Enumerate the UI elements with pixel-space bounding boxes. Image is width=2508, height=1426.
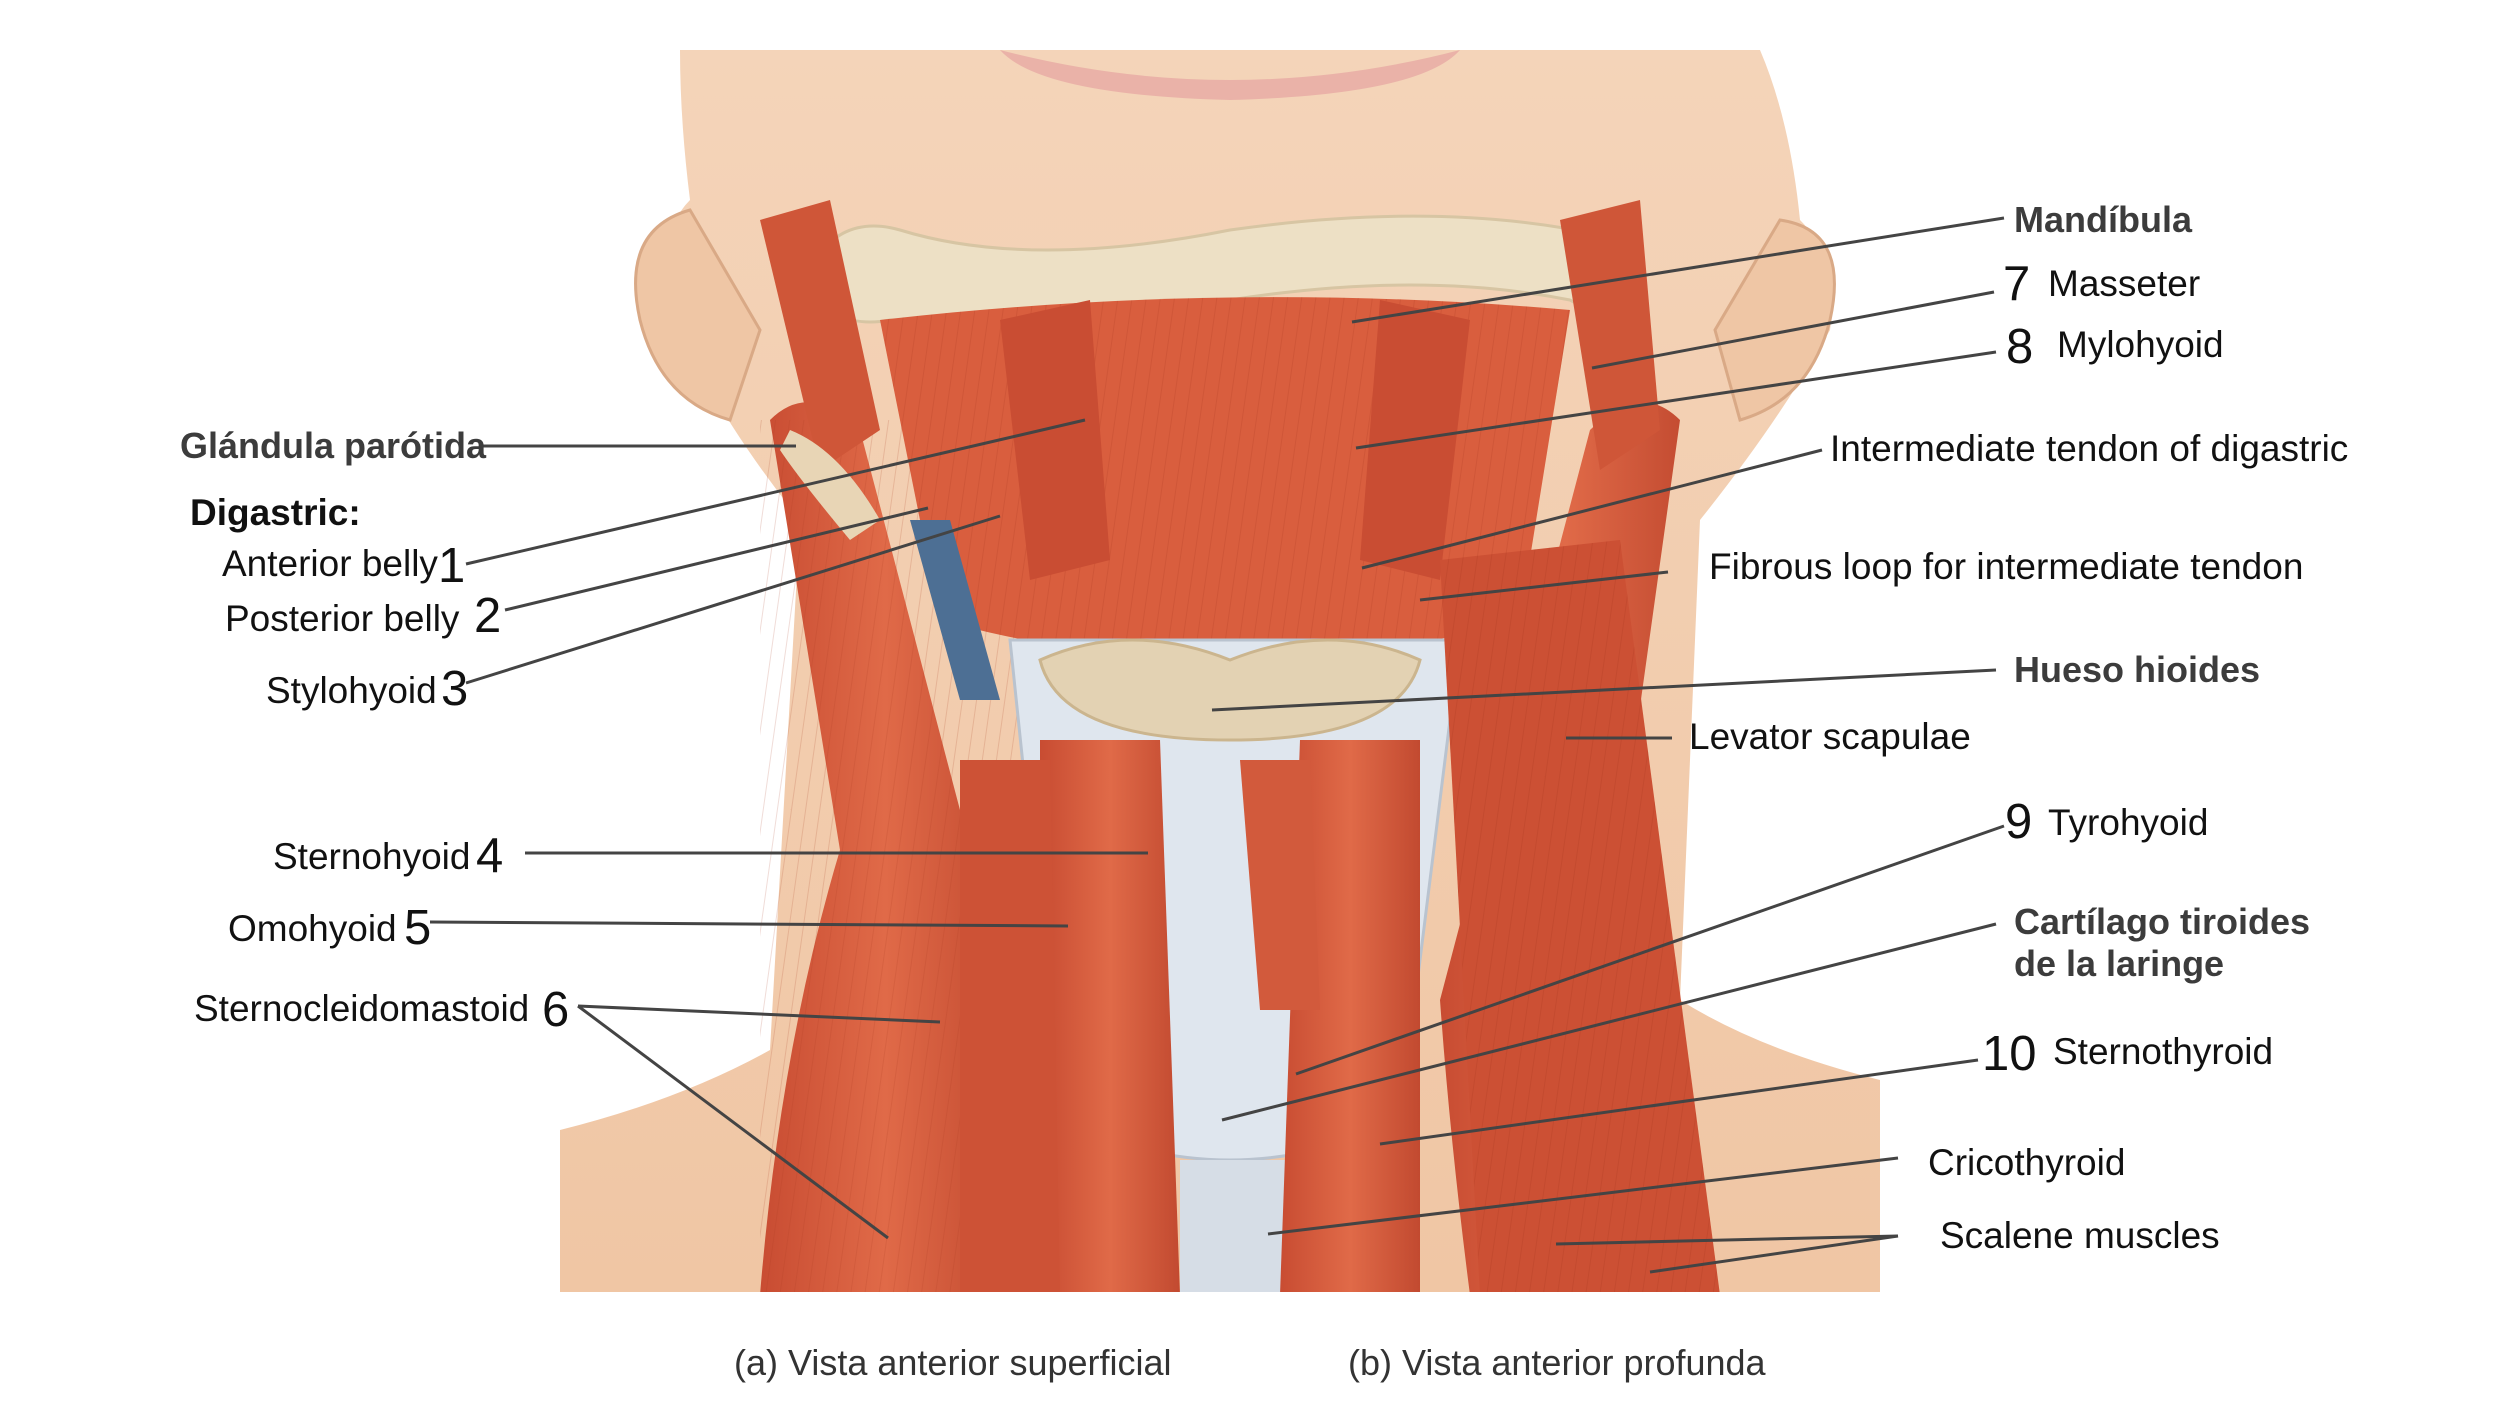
label-mandibula: Mandíbula	[2014, 199, 2192, 240]
label-sternocleidomastoid: Sternocleidomastoid	[194, 988, 530, 1029]
number-4: 4	[476, 829, 504, 883]
anterior-digastric-left	[1000, 300, 1110, 580]
label-digastric-heading: Digastric:	[190, 492, 361, 533]
parotid-gland	[780, 430, 880, 540]
number-5: 5	[404, 901, 432, 955]
number-8: 8	[2006, 320, 2034, 374]
label-posterior-belly: Posterior belly	[225, 598, 460, 639]
label-de-la-laringe: de la laringe	[2014, 943, 2225, 984]
right-ear	[1713, 218, 1836, 422]
hyoid-bone	[1038, 638, 1422, 742]
thyrohyoid-right	[1240, 760, 1320, 1010]
sternohyoid-left	[1040, 740, 1180, 1295]
label-cartilago-tiroides: Cartílago tiroides	[2014, 901, 2311, 942]
label-glandula-parotida: Glándula parótida	[180, 425, 487, 466]
label-hueso-hioides: Hueso hioides	[2014, 649, 2261, 690]
label-cricothyroid: Cricothyroid	[1928, 1142, 2126, 1183]
label-anterior-belly: Anterior belly	[222, 543, 438, 584]
number-2: 2	[474, 589, 502, 643]
label-intermediate-tendon: Intermediate tendon of digastric	[1830, 428, 2349, 469]
sternohyoid-right	[1280, 740, 1420, 1295]
masseter-left	[760, 200, 880, 470]
lower-lip	[1000, 50, 1460, 100]
label-mylohyoid: Mylohyoid	[2057, 324, 2224, 365]
label-sternothyroid: Sternothyroid	[2053, 1031, 2274, 1072]
left-ear	[634, 208, 762, 422]
caption-superficial: (a) Vista anterior superficial	[734, 1342, 1172, 1383]
caption-profunda: (b) Vista anterior profunda	[1348, 1342, 1766, 1383]
jugular-vein	[910, 520, 1000, 700]
label-sternohyoid: Sternohyoid	[273, 836, 471, 877]
number-1: 1	[438, 539, 466, 593]
label-tyrohyoid: Tyrohyoid	[2048, 802, 2209, 843]
masseter-right	[1560, 200, 1660, 470]
label-levator-scapulae: Levator scapulae	[1689, 716, 1971, 757]
number-7: 7	[2003, 257, 2031, 311]
label-omohyoid: Omohyoid	[228, 908, 397, 949]
label-scalene-muscles: Scalene muscles	[1940, 1215, 2220, 1256]
leader-lines	[429, 216, 2005, 1274]
number-9: 9	[2005, 795, 2033, 849]
label-fibrous-loop: Fibrous loop for intermediate tendon	[1709, 546, 2304, 587]
label-masseter: Masseter	[2048, 263, 2201, 304]
number-10: 10	[1982, 1027, 2037, 1081]
number-3: 3	[441, 662, 469, 716]
label-stylohyoid: Stylohyoid	[266, 670, 437, 711]
number-6: 6	[542, 983, 570, 1037]
omohyoid-left	[960, 760, 1060, 1295]
